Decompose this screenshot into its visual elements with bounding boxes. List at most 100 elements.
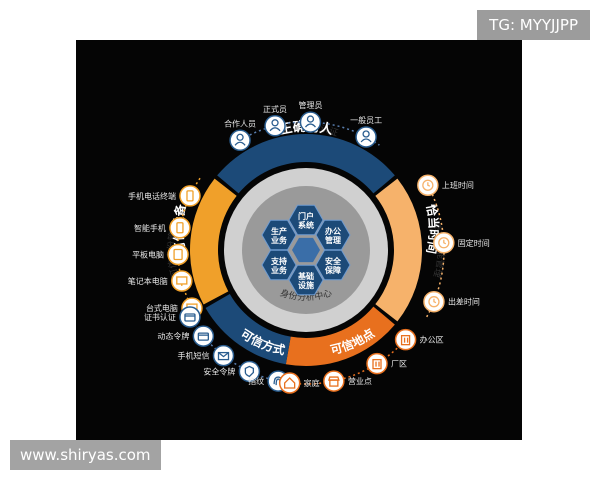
hex-label: 安全保障	[324, 256, 342, 275]
item-circle	[169, 217, 191, 239]
item-label: 智能手机	[134, 223, 166, 233]
item-circle	[171, 270, 193, 292]
item-label: 正式员	[263, 104, 287, 114]
item-circle	[167, 243, 189, 266]
segment-left	[189, 178, 237, 305]
item-store: 营业点	[323, 370, 372, 392]
hex-label: 门户系统	[298, 211, 314, 230]
item-card: 证书认证	[144, 306, 201, 328]
item-label: 台式电脑	[146, 303, 178, 313]
item-label: 出差时间	[448, 297, 480, 307]
item-person: 合作人员	[224, 118, 256, 152]
item-label: 一般员工	[350, 115, 382, 125]
clock-icon	[428, 296, 440, 308]
shield-icon	[244, 365, 255, 378]
item-person: 正式员	[263, 104, 287, 137]
item-label: 安全令牌	[203, 366, 235, 376]
item-tablet: 平板电脑	[132, 243, 189, 266]
card-icon	[184, 313, 196, 322]
token-icon	[197, 332, 210, 341]
hex-top: 门户系统	[288, 204, 324, 236]
monitor-icon	[176, 276, 188, 286]
hex-shape	[315, 219, 351, 251]
item-clock: 固定时间	[433, 232, 490, 254]
item-label: 笔记本电脑	[128, 276, 168, 286]
factory-icon	[372, 358, 382, 370]
person-icon	[304, 115, 316, 128]
item-circle	[192, 325, 215, 347]
item-mail: 手机短信	[178, 344, 235, 367]
phone-icon	[186, 190, 194, 202]
item-circle	[278, 372, 301, 394]
hex-shape	[315, 249, 351, 281]
item-home: 家庭	[278, 372, 320, 394]
hex-upper-right: 办公管理	[315, 219, 351, 251]
item-label: 家庭	[304, 378, 320, 388]
item-clock: 出差时间	[423, 290, 480, 313]
item-label: 固定时间	[458, 238, 490, 248]
hex-label: 办公管理	[325, 226, 341, 245]
watermark-top-right: TG: MYYJJPP	[477, 10, 590, 40]
center-hex	[292, 237, 320, 263]
item-factory: 厂区	[366, 352, 407, 375]
mail-icon	[217, 351, 230, 361]
segment-top	[217, 134, 395, 194]
home-icon	[284, 377, 296, 389]
item-label: 厂区	[391, 360, 407, 369]
item-label: 合作人员	[224, 118, 256, 128]
connector-arc	[282, 344, 402, 385]
mobile-icon	[176, 222, 184, 234]
hex-label: 基础设施	[297, 271, 314, 290]
segment-right	[375, 178, 422, 322]
hex-lower-left: 支持业务	[261, 249, 297, 281]
person-icon	[360, 130, 372, 143]
diagram-panel: 多因素统一认证 身份分析中心 可信身份管理 信控智能管理 正确的人 可信设备 恰…	[76, 40, 522, 440]
segment-bottom-left	[205, 294, 291, 365]
item-circle	[212, 344, 235, 367]
item-person: 管理员	[298, 100, 322, 133]
person-icon	[269, 119, 281, 132]
zero-trust-diagram: 多因素统一认证 身份分析中心 可信身份管理 信控智能管理 正确的人 可信设备 恰…	[128, 100, 490, 394]
item-shield: 安全令牌	[203, 360, 261, 383]
item-phone: 手机电话终端	[128, 185, 201, 207]
item-token: 动态令牌	[157, 325, 215, 347]
hex-lower-right: 安全保障	[315, 249, 351, 281]
item-circle	[179, 185, 201, 207]
hex-shape	[261, 219, 297, 251]
item-circle	[366, 352, 388, 375]
segment-bottom-right	[285, 306, 395, 366]
item-label: 营业点	[348, 376, 372, 386]
outer-segment-ring	[189, 134, 422, 366]
item-clock: 上班时间	[417, 174, 474, 196]
item-label: 证书认证	[144, 312, 176, 322]
hex-label: 支持业务	[270, 256, 288, 275]
building-icon	[400, 335, 411, 346]
item-circle	[323, 370, 345, 392]
tablet-icon	[173, 248, 183, 261]
item-label: 手机短信	[178, 351, 210, 361]
clock-icon	[438, 237, 450, 249]
item-label: 平板电脑	[132, 249, 164, 259]
person-icon	[234, 133, 246, 146]
item-circle	[394, 328, 417, 351]
item-building: 办公区	[394, 328, 444, 351]
hex-shape	[261, 249, 297, 281]
item-label: 指纹	[248, 376, 264, 386]
hex-label: 生产业务	[271, 226, 288, 245]
hex-shape	[288, 264, 324, 296]
item-label: 手机电话终端	[128, 191, 176, 201]
clock-icon	[422, 179, 434, 191]
item-label: 上班时间	[442, 180, 474, 190]
item-label: 管理员	[298, 100, 322, 110]
hex-shape	[288, 204, 324, 236]
item-label: 办公区	[420, 335, 444, 345]
item-label: 动态令牌	[157, 331, 189, 341]
hex-bottom: 基础设施	[288, 264, 324, 296]
item-mobile: 智能手机	[134, 217, 191, 239]
hex-upper-left: 生产业务	[261, 219, 297, 251]
watermark-bottom-left: www.shiryas.com	[10, 440, 161, 470]
item-circle	[179, 306, 201, 328]
store-icon	[327, 376, 340, 387]
